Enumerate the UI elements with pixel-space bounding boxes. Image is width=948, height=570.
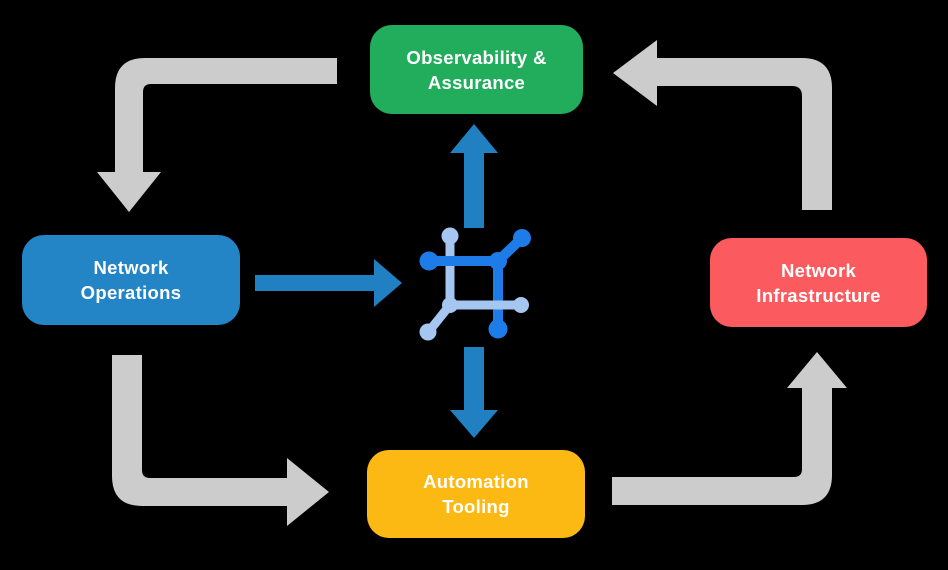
icon-light-node-right	[513, 297, 529, 313]
arrow-infrastructure-to-observability	[613, 40, 832, 210]
icon-light-node-bottom-left	[419, 323, 437, 341]
node-label-line: Tooling	[442, 496, 510, 517]
arrow-center-to-automation	[450, 347, 498, 438]
node-network-operations: Network Operations	[22, 235, 240, 325]
node-label-line: Network	[93, 257, 169, 278]
node-automation-tooling: Automation Tooling	[367, 450, 585, 538]
node-network-infrastructure: Network Infrastructure	[710, 238, 927, 327]
node-observability-assurance: Observability & Assurance	[370, 25, 583, 114]
arrow-center-to-observability	[450, 124, 498, 228]
node-label-line: Assurance	[427, 71, 526, 93]
arrow-operations-to-center	[255, 259, 402, 307]
network-mesh-icon	[419, 227, 531, 341]
node-label-line: Automation	[423, 471, 529, 492]
icon-dark-node-top-right	[513, 229, 531, 247]
icon-dark-node-left	[419, 251, 439, 271]
node-label-line: Network	[780, 259, 857, 281]
arrow-automation-to-infrastructure	[612, 352, 847, 505]
node-label-line: Infrastructure	[756, 284, 881, 306]
icon-dark-node-bottom	[488, 319, 508, 339]
node-label-line: Operations	[80, 282, 182, 303]
arrow-observability-to-operations	[97, 58, 337, 212]
icon-dark-node-corner	[489, 252, 507, 270]
arrow-operations-to-automation	[112, 355, 329, 526]
node-label-line: Observability &	[406, 46, 547, 68]
icon-light-node-top	[441, 227, 459, 245]
